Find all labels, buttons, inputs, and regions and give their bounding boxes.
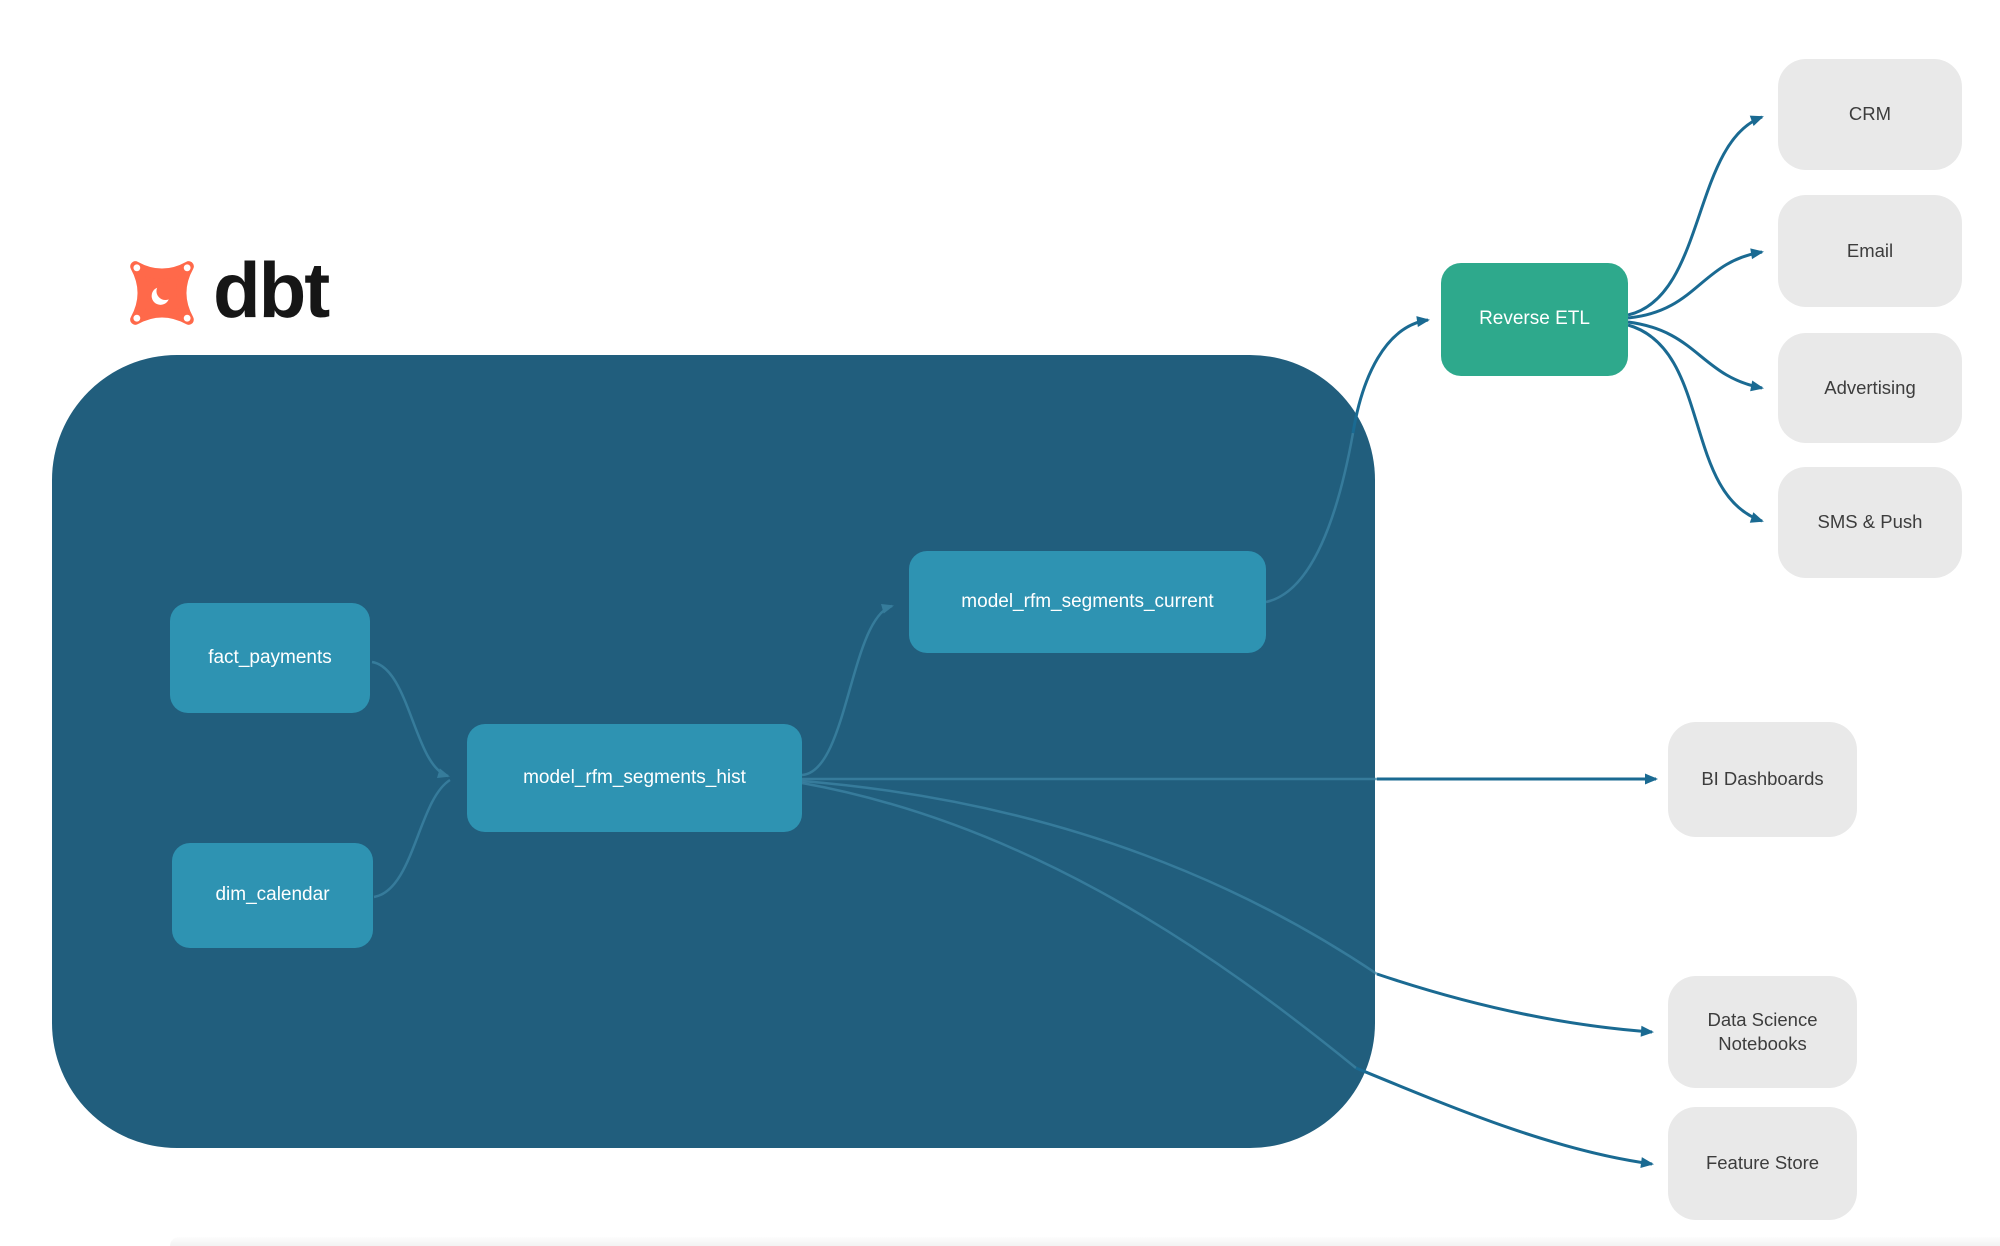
node-model-rfm-segments-hist: model_rfm_segments_hist [467, 724, 802, 832]
dbt-logo-icon [130, 261, 194, 325]
bottom-edge-shadow [170, 1237, 2000, 1246]
edge-to-feature-store [1355, 1066, 1654, 1168]
node-label: Feature Store [1705, 1152, 1820, 1174]
node-label: Advertising [1824, 376, 1916, 398]
edge-reverse-etl-to-sms [1627, 323, 1764, 523]
node-bi-dashboards: BI Dashboards [1668, 722, 1857, 837]
node-sms-push: SMS & Push [1778, 467, 1962, 578]
dbt-logo: dbt [125, 246, 330, 334]
node-reverse-etl: Reverse ETL [1441, 263, 1628, 376]
node-label: CRM [1848, 103, 1892, 125]
node-label: SMS & Push [1817, 511, 1923, 533]
edge-to-notebooks [1376, 972, 1654, 1037]
edge-current-to-reverse-etl [1351, 316, 1430, 434]
node-label: model_rfm_segments_hist [523, 766, 746, 788]
node-model-rfm-segments-current: model_rfm_segments_current [909, 551, 1266, 653]
node-label: dim_calendar [215, 884, 330, 906]
node-label: Reverse ETL [1479, 308, 1590, 330]
brand-name: dbt [213, 246, 330, 334]
node-label: Email [1846, 239, 1894, 261]
node-fact-payments: fact_payments [170, 603, 370, 713]
node-email: Email [1778, 195, 1962, 307]
node-feature-store: Feature Store [1668, 1107, 1857, 1220]
node-advertising: Advertising [1778, 333, 1962, 443]
node-dim-calendar: dim_calendar [172, 843, 373, 948]
node-label: Data Science Notebooks [1707, 1008, 1818, 1054]
node-crm: CRM [1778, 59, 1962, 170]
edge-reverse-etl-to-crm [1627, 115, 1764, 317]
node-label: BI Dashboards [1701, 768, 1824, 790]
node-label: fact_payments [208, 646, 332, 668]
edge-reverse-etl-to-email [1627, 248, 1764, 320]
edge-reverse-etl-to-advertising [1627, 320, 1764, 392]
node-label: model_rfm_segments_current [961, 590, 1214, 612]
node-data-science-notebooks: Data Science Notebooks [1668, 976, 1857, 1088]
